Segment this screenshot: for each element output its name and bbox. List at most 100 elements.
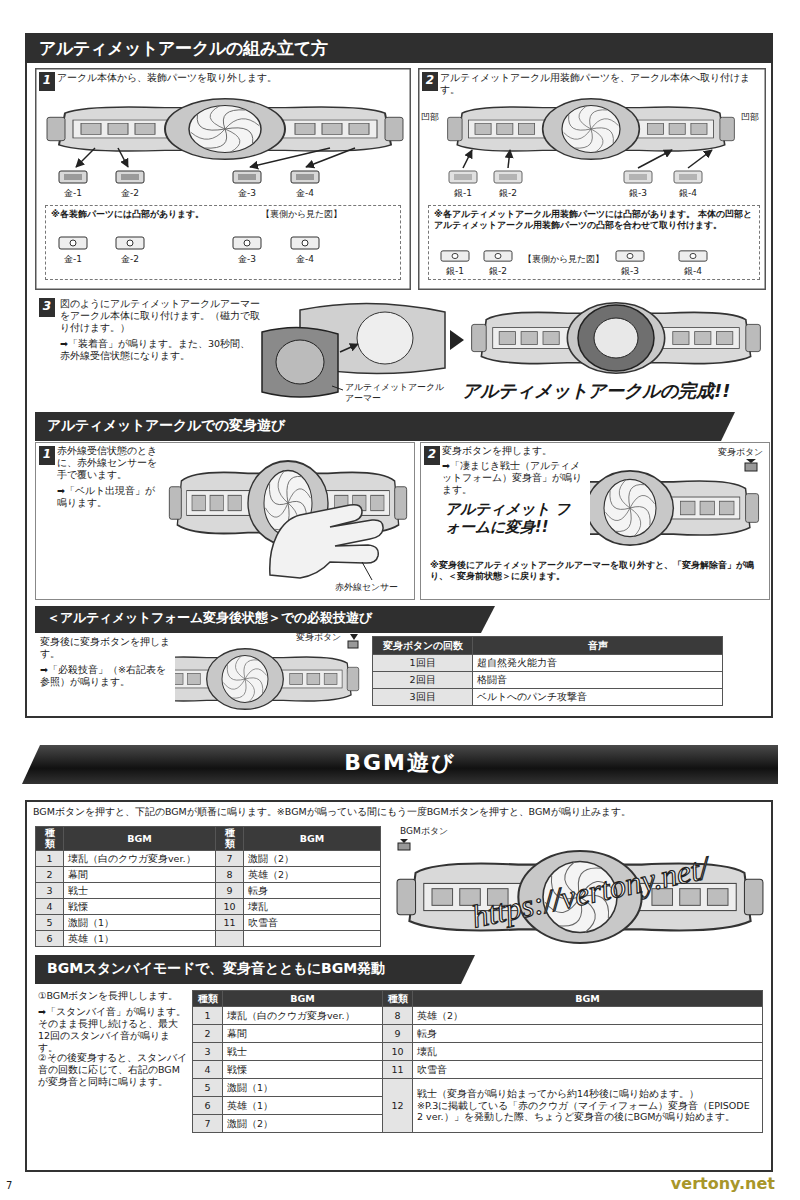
headline: アルティメットアークルの完成!!: [462, 380, 767, 403]
table-cell: 種類: [193, 991, 223, 1007]
table-cell: 3回目: [373, 689, 473, 706]
note-text: ※変身後にアルティメットアークルアーマーを取り外すと、「変身解除音」が鳴り、＜変…: [430, 560, 760, 583]
table-cell: 壊乱: [244, 898, 381, 914]
table-cell: 戦慄: [223, 1061, 383, 1079]
step-number: 2: [422, 72, 438, 91]
table-cell-text: 8: [387, 1010, 408, 1021]
recess-label: 凹部: [421, 112, 443, 123]
table-cell-text: 幕間: [68, 869, 211, 880]
part-label: 銀-1: [437, 266, 473, 277]
table-cell-text: 壊乱: [248, 901, 376, 912]
table-cell: 音声: [473, 637, 723, 655]
table-cell-text: 英雄（2）: [248, 869, 376, 880]
section-band: ＜アルティメットフォーム変身後状態＞での必殺技遊び: [35, 606, 495, 633]
section-heading: アルティメットアークルの組み立て方: [25, 33, 773, 63]
table-row: 4戦慄11吹雪音: [193, 1061, 763, 1079]
table-cell: 英雄（1）: [64, 930, 216, 946]
table-row: 3戦士9転身: [36, 882, 381, 898]
table-cell: 1: [36, 850, 64, 866]
table-cell: 激闘（1）: [64, 914, 216, 930]
step-text: 変身ボタンを押します。: [442, 445, 582, 457]
table-row: 5激闘（1）12戦士（変身音が鳴り始まってから約14秒後に鳴り始めます。）※P.…: [193, 1079, 763, 1097]
step-text: ①BGMボタンを長押しします。: [38, 990, 188, 1002]
table-cell-text: 4: [197, 1064, 218, 1075]
table-cell: 2: [193, 1025, 223, 1043]
table-cell-text: 3: [40, 885, 59, 896]
table-cell: 5: [36, 914, 64, 930]
part-name: アルティメットアークル アーマー: [345, 382, 447, 405]
step-panel: アルティメットアークル用装飾パーツを、アークル本体へ取り付けます。2※各アルティ…: [418, 68, 766, 290]
step-text: 変身後に変身ボタンを押します。: [40, 636, 170, 660]
part-label: 銀-3: [612, 266, 648, 277]
table-cell-text: 2: [197, 1028, 218, 1039]
table-cell-text: BGM: [417, 993, 758, 1004]
step-panel: 赤外線受信状態のときに、赤外線センサーを手で覆います。➡「ベルト出現音」が鳴りま…: [35, 442, 415, 600]
note-box: ※各装飾パーツには凸部があります。【裏側から見た図】: [45, 205, 401, 280]
step-text: ➡「必殺技音」（※右記表を参照）が鳴ります。: [40, 664, 170, 688]
part-label: 銀-4: [670, 188, 706, 199]
section-heading: ＜アルティメットフォーム変身後状態＞での必殺技遊び: [35, 606, 495, 630]
step-number-text: 3: [39, 298, 55, 314]
table-cell: 種類: [216, 827, 244, 851]
table-row: 4戦慄10壊乱: [36, 898, 381, 914]
table-cell-text: 吹雪音: [248, 917, 376, 928]
table-cell: 2回目: [373, 672, 473, 689]
part-label: 銀-2: [490, 188, 526, 199]
table-cell: 転身: [413, 1025, 763, 1043]
part-label: 金-1: [55, 188, 91, 199]
table-cell-text: 4: [40, 901, 59, 912]
table-cell: 10: [216, 898, 244, 914]
table-cell: 激闘（2）: [223, 1115, 383, 1133]
table-cell-text: 5: [40, 917, 59, 928]
chapter-band: BGM遊び: [22, 745, 778, 784]
table-cell-text: 6: [197, 1100, 218, 1111]
part-label: 金-4: [287, 188, 323, 199]
note-text: ※各装飾パーツには凸部があります。: [51, 209, 251, 220]
table-cell: 12: [383, 1079, 413, 1133]
step-text: 図のようにアルティメットアークルアーマーをアークル本体に取り付けます。（磁力で取…: [60, 298, 260, 334]
table-cell: 超自然発火能力音: [473, 655, 723, 672]
table-cell-text: 音声: [477, 640, 718, 651]
section-heading: BGMスタンバイモードで、変身音とともにBGM発動: [35, 955, 475, 981]
section-heading: アルティメットアークルでの変身遊び: [35, 412, 735, 438]
table-cell: 戦士: [223, 1043, 383, 1061]
table-cell: 6: [36, 930, 64, 946]
table-cell-text: 壊乱（白のクウガ変身ver.）: [68, 853, 211, 864]
note-text: 【裏側から見た図】: [261, 209, 381, 220]
data-table: 種類BGM種類BGM1壊乱（白のクウガ変身ver.）7激闘（2）2幕間8英雄（2…: [35, 826, 381, 947]
step-text: 赤外線受信状態のときに、赤外線センサーを手で覆います。: [57, 445, 162, 481]
table-cell-text: 11: [387, 1064, 408, 1075]
table-row: 変身ボタンの回数音声: [373, 637, 723, 655]
table-row: 2回目格闘音: [373, 672, 723, 689]
table-cell-text: 激闘（2）: [227, 1118, 378, 1129]
table-cell-text: 11: [220, 917, 239, 928]
table-cell: BGM: [223, 991, 383, 1007]
button-label: BGMボタン: [400, 826, 464, 837]
part-label: 金-2: [112, 188, 148, 199]
table-cell: 1回目: [373, 655, 473, 672]
table-cell-text: 10: [387, 1046, 408, 1057]
table-cell-text: BGM: [248, 833, 376, 844]
table-cell-text: 転身: [417, 1028, 758, 1039]
part-label: 銀-1: [445, 188, 481, 199]
table-cell: BGM: [244, 827, 381, 851]
table-cell-text: 戦士: [227, 1046, 378, 1057]
table-cell-text: 3: [197, 1046, 218, 1057]
table-cell-text: 7: [220, 853, 239, 864]
table-cell: 4: [36, 898, 64, 914]
step-panel: アークル本体から、装飾パーツを取り外します。1※各装飾パーツには凸部があります。…: [35, 68, 411, 290]
table-cell-text: 戦士: [68, 885, 211, 896]
table-row: 3回目ベルトへのパンチ攻撃音: [373, 689, 723, 706]
table-cell-text: 10: [220, 901, 239, 912]
chapter-heading: BGM遊び: [22, 745, 778, 781]
table-cell: 6: [193, 1097, 223, 1115]
table-cell: 10: [383, 1043, 413, 1061]
table-cell: 5: [193, 1079, 223, 1097]
table-row: 1壊乱（白のクウガ変身ver.）7激闘（2）: [36, 850, 381, 866]
table-cell: 7: [216, 850, 244, 866]
table-cell: ベルトへのパンチ攻撃音: [473, 689, 723, 706]
table-cell: 9: [216, 882, 244, 898]
table-row: 種類BGM種類BGM: [36, 827, 381, 851]
table-cell-text: 格闘音: [477, 674, 718, 685]
table-cell: 英雄（2）: [244, 866, 381, 882]
